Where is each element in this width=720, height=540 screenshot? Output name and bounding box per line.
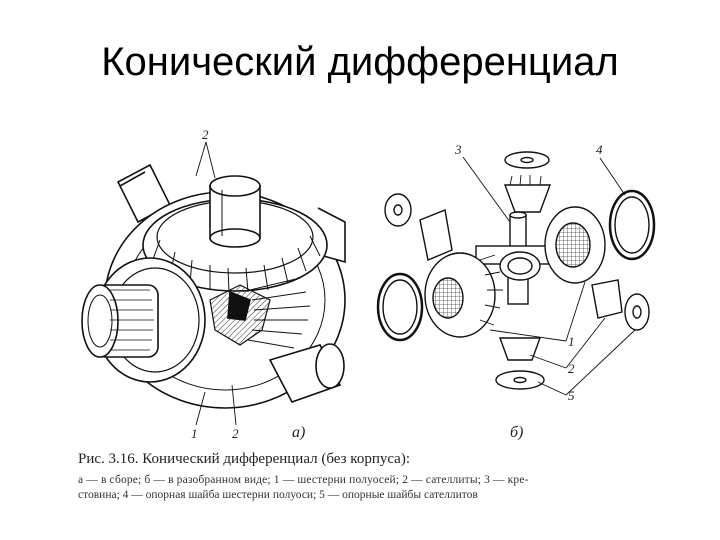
- assembled-view: [81, 141, 346, 426]
- lower-gear-teeth: [247, 277, 311, 349]
- label-2-top: 2: [202, 127, 209, 142]
- exploded-view: [376, 151, 656, 396]
- label-5: 5: [568, 388, 575, 403]
- label-4: 4: [596, 142, 603, 157]
- label-1: 1: [568, 334, 575, 349]
- figure-caption-line-2: стовина; 4 — опорная шайба шестерни полу…: [78, 489, 478, 501]
- subfig-a-label: а): [292, 424, 305, 441]
- label-2: 2: [568, 361, 575, 376]
- leader-lines-a: [195, 141, 237, 426]
- hub-splines: [110, 289, 154, 351]
- leader-lines-b: [462, 156, 636, 396]
- label-1-bottom: 1: [191, 426, 198, 441]
- subfig-b-label: б): [510, 424, 523, 441]
- label-3: 3: [454, 142, 462, 157]
- figure-caption-title: Рис. 3.16. Конический дифференциал (без …: [78, 451, 411, 467]
- figure-caption-line-1: а — в сборе; б — в разобранном виде; 1 —…: [78, 474, 529, 486]
- label-2-bottom: 2: [232, 426, 239, 441]
- slide-title: Конический дифференциал: [101, 40, 619, 84]
